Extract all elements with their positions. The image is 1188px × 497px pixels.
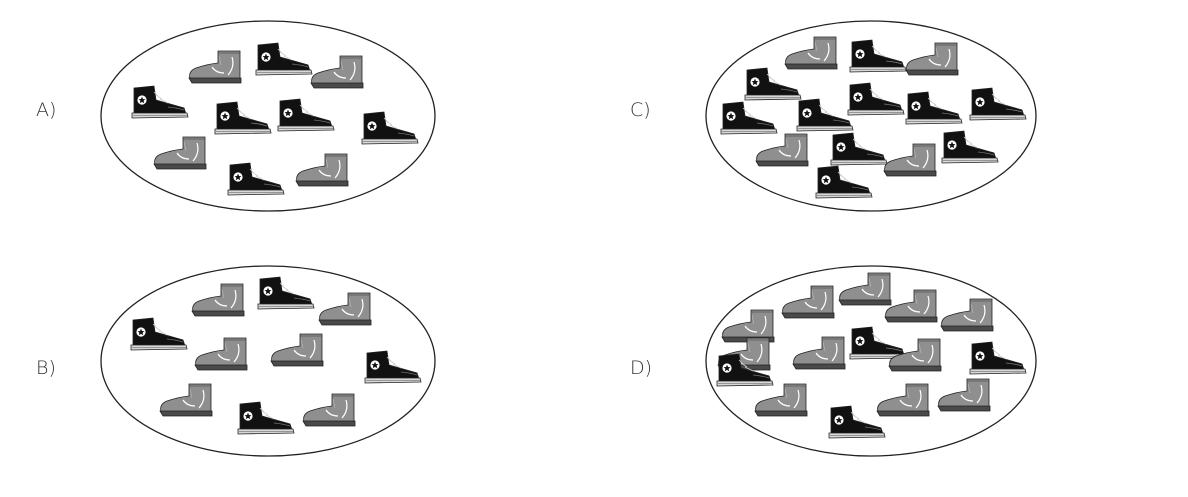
option-d: D)	[630, 265, 1037, 457]
option-a: A)	[36, 20, 436, 212]
option-c: C)	[630, 20, 1037, 212]
option-b: B)	[36, 265, 436, 457]
option-label: C)	[630, 99, 651, 121]
option-label: A)	[36, 99, 56, 121]
option-label: D)	[630, 357, 652, 379]
option-label: B)	[36, 357, 56, 379]
